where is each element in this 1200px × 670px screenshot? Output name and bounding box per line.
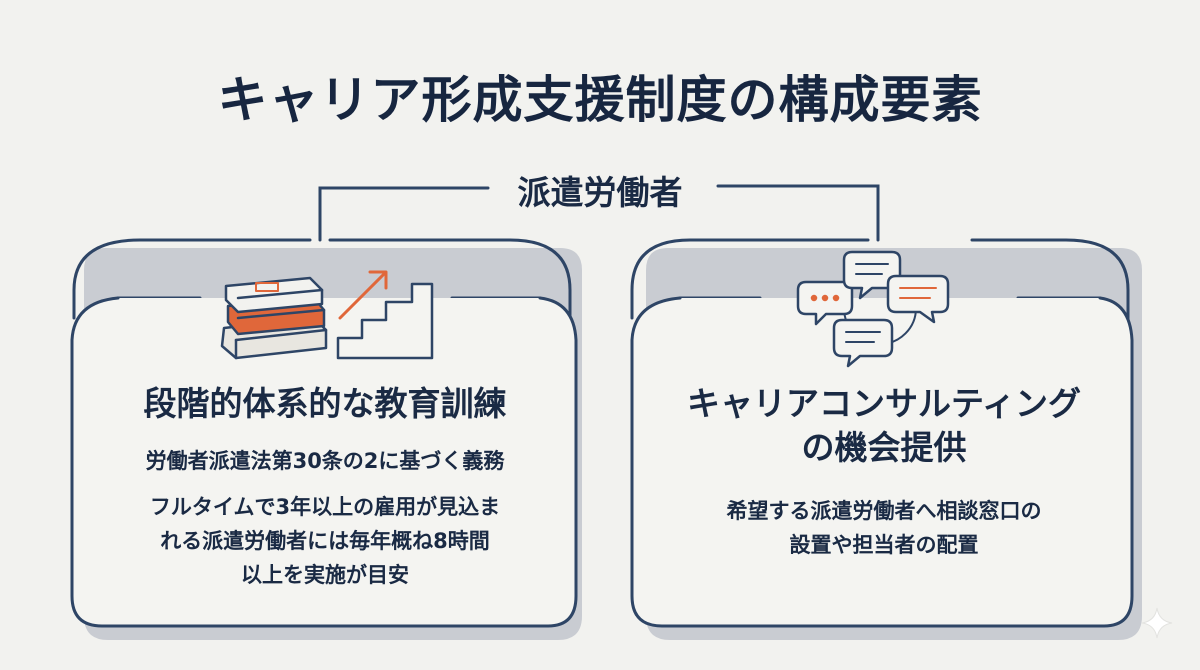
sparkle-icon — [1141, 607, 1173, 639]
card-left-body: 労働者派遣法第30条の2に基づく義務 フルタイムで3年以上の雇用が見込ま れる派… — [84, 444, 566, 592]
card-right-heading-line: の機会提供 — [801, 428, 967, 467]
card-left-heading: 段階的体系的な教育訓練 — [143, 384, 507, 423]
card-right-line: 希望する派遣労働者へ相談窓口の — [726, 499, 1042, 523]
card-right-line: 設置や担当者の配置 — [789, 533, 979, 557]
root-node-label: 派遣労働者 — [517, 173, 683, 212]
card-right — [630, 238, 1134, 628]
page-title: キャリア形成支援制度の構成要素 — [217, 71, 983, 129]
card-left-line: 労働者派遣法第30条の2に基づく義務 — [145, 449, 505, 473]
card-left-line: 以上を実施が目安 — [241, 563, 409, 587]
card-right-body: 希望する派遣労働者へ相談窓口の 設置や担当者の配置 — [644, 494, 1124, 562]
stairs-arrow-icon — [336, 270, 434, 360]
card-left-line: れる派遣労働者には毎年概ね8時間 — [160, 529, 490, 553]
card-left — [70, 238, 578, 628]
card-left-line: フルタイムで3年以上の雇用が見込ま — [149, 495, 501, 519]
card-right-text: キャリアコンサルティング の機会提供 希望する派遣労働者へ相談窓口の 設置や担当… — [644, 382, 1124, 562]
card-right-heading-line: キャリアコンサルティング — [686, 384, 1082, 423]
card-left-text: 段階的体系的な教育訓練 労働者派遣法第30条の2に基づく義務 フルタイムで3年以… — [84, 382, 566, 592]
speech-bubbles-icon — [796, 250, 950, 368]
card-right-heading: キャリアコンサルティング の機会提供 — [644, 382, 1124, 470]
books-icon — [220, 276, 328, 360]
